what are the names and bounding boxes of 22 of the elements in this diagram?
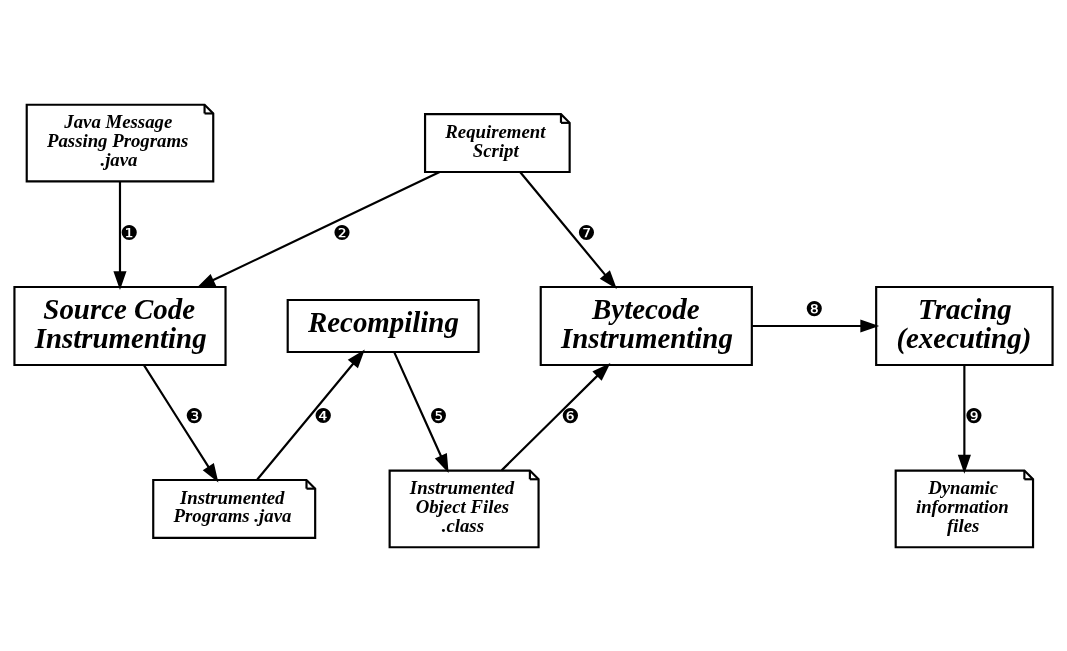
node-box: Tracing (executing) [875, 285, 1054, 366]
arrow [196, 170, 441, 288]
arrow [393, 351, 449, 473]
edge-label: ❷ [332, 220, 351, 245]
node-box: Bytecode Instrumenting [539, 285, 753, 366]
edge-label: ❼ [577, 220, 596, 245]
edge-label: ❽ [804, 296, 824, 321]
edge-label: ❻ [561, 403, 580, 428]
edge-label: ❺ [429, 403, 448, 428]
edge-label: ❶ [120, 220, 139, 245]
arrow [143, 364, 219, 483]
arrow [957, 364, 971, 474]
edge-label: ❹ [314, 403, 333, 428]
node-box: Recompiling [286, 298, 480, 353]
edge-label: ❾ [964, 403, 983, 428]
arrow [752, 318, 880, 333]
arrow [519, 171, 617, 289]
node-box: Source Code Instrumenting [13, 285, 227, 366]
arrow [500, 362, 611, 471]
edge-label: ❸ [185, 403, 204, 428]
arrow [113, 181, 127, 290]
arrow [256, 349, 365, 480]
